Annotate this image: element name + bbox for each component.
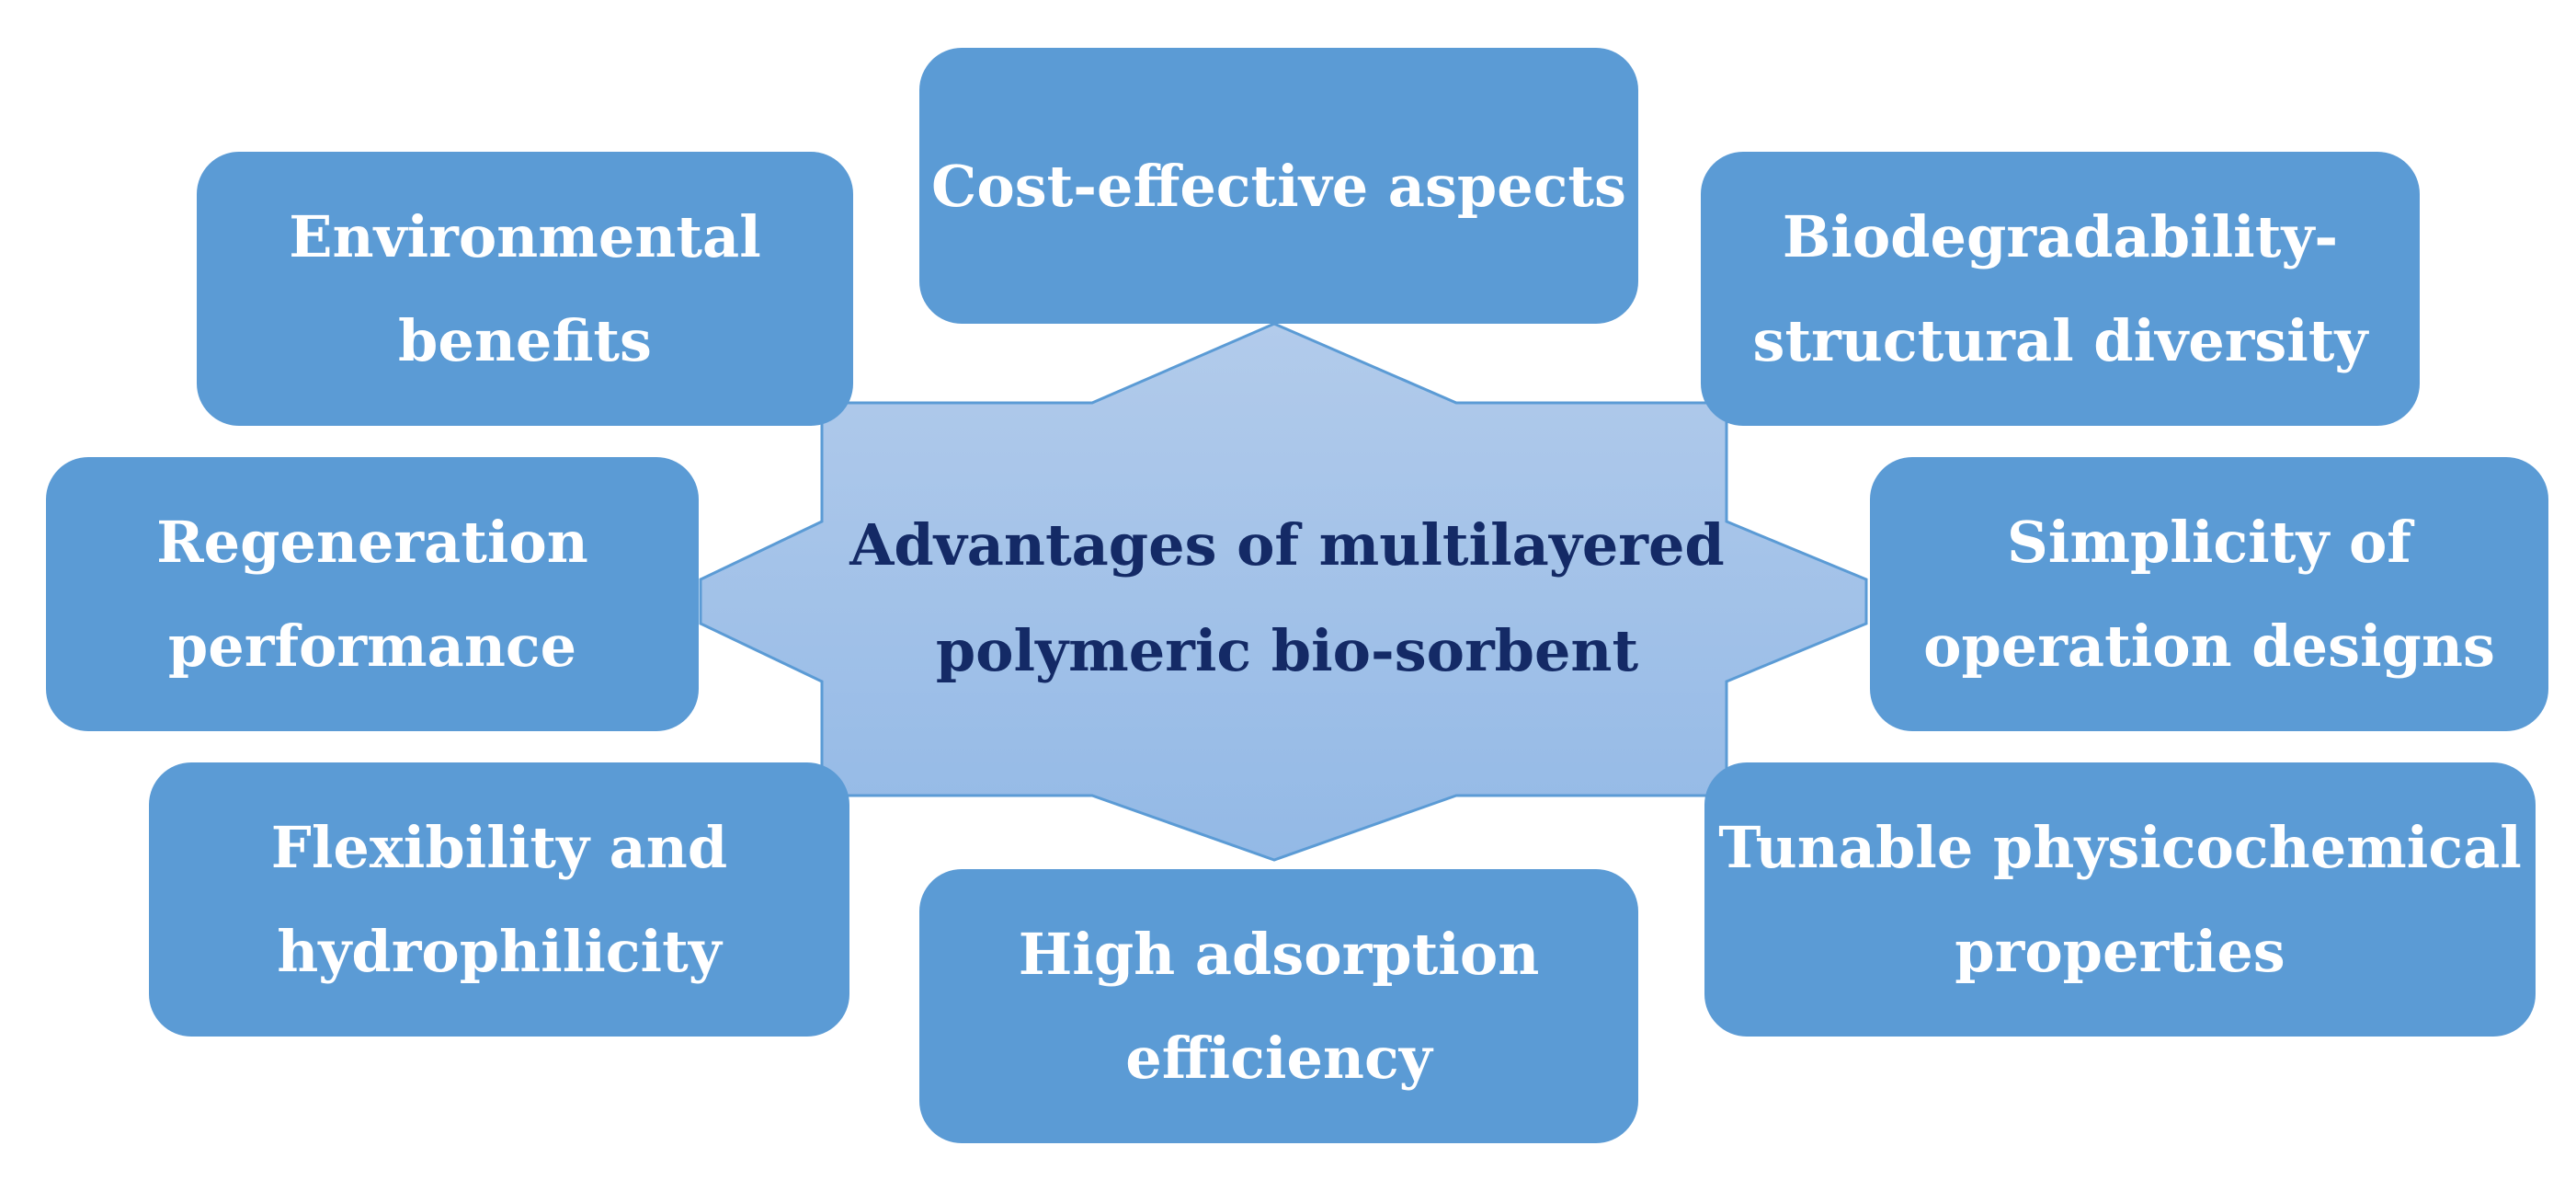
advantage-label-line1: Regeneration bbox=[156, 509, 588, 576]
advantage-label-line1: High adsorption bbox=[1018, 921, 1540, 988]
advantage-biodegradability: Biodegradability- structural diversity bbox=[1701, 152, 2420, 426]
advantage-regeneration-performance: Regeneration performance bbox=[46, 457, 699, 731]
advantage-cost-effective: Cost-effective aspects bbox=[919, 48, 1638, 324]
advantage-environmental-benefits: Environmental benefits bbox=[197, 152, 853, 426]
advantage-label-line2: benefits bbox=[398, 307, 652, 374]
advantage-label-line1: Flexibility and bbox=[270, 814, 728, 881]
center-title-line2: polymeric bio-sorbent bbox=[935, 617, 1639, 684]
advantage-tunable-properties: Tunable physicochemical properties bbox=[1704, 762, 2536, 1037]
advantage-label-line1: Tunable physicochemical bbox=[1718, 814, 2522, 881]
advantage-label-line2: properties bbox=[1955, 918, 2285, 985]
advantage-label-line1: Simplicity of bbox=[2007, 509, 2411, 576]
advantage-label-line2: hydrophilicity bbox=[277, 918, 722, 985]
advantage-high-adsorption-efficiency: High adsorption efficiency bbox=[919, 869, 1638, 1143]
advantage-label-line2: structural diversity bbox=[1752, 307, 2368, 374]
advantage-label-line2: operation designs bbox=[1923, 613, 2495, 680]
star-polygon bbox=[699, 322, 1868, 862]
advantage-label-line2: performance bbox=[167, 613, 577, 680]
center-title: Advantages of multilayered polymeric bio… bbox=[827, 487, 1747, 708]
advantage-label-line2: efficiency bbox=[1125, 1025, 1432, 1092]
advantage-label-line1: Environmental bbox=[289, 203, 761, 270]
advantage-label: Cost-effective aspects bbox=[931, 152, 1626, 220]
advantage-label-line1: Biodegradability- bbox=[1782, 203, 2339, 270]
center-title-line1: Advantages of multilayered bbox=[849, 511, 1725, 579]
advantage-flexibility-hydrophilicity: Flexibility and hydrophilicity bbox=[149, 762, 849, 1037]
advantage-simplicity-of-operation: Simplicity of operation designs bbox=[1870, 457, 2548, 731]
